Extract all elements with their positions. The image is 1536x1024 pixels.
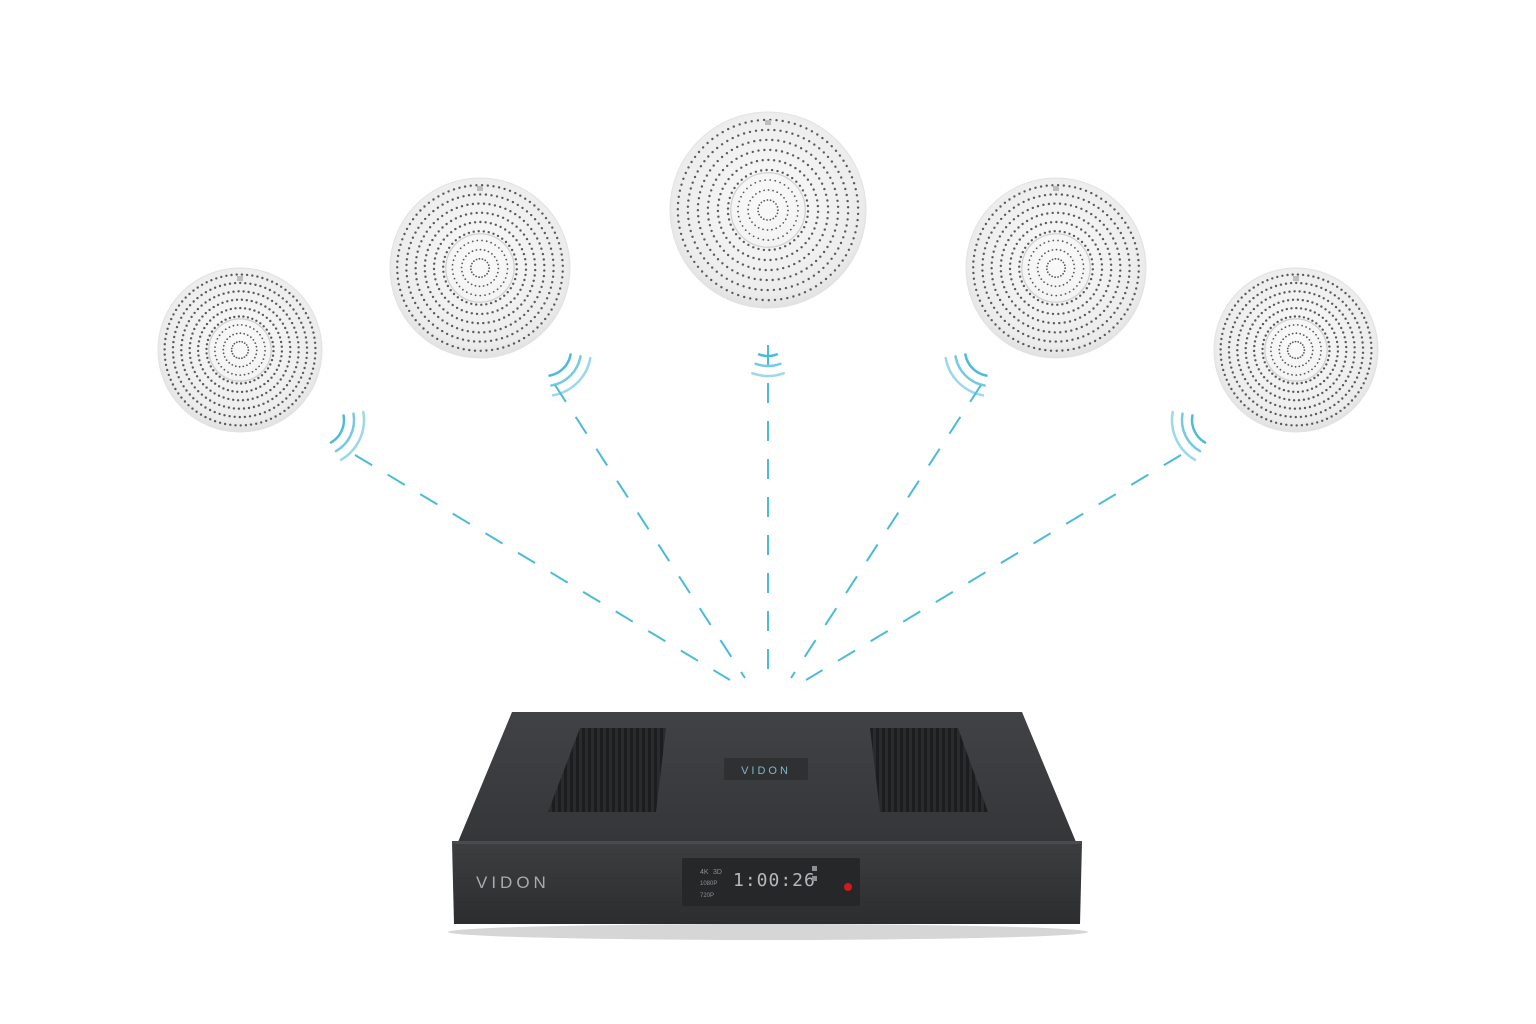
display-time: 1:00:26 <box>733 870 816 891</box>
sound-wave-3-2 <box>754 362 782 368</box>
signal-line-5 <box>805 454 1182 681</box>
speaker-4 <box>965 177 1147 359</box>
sound-wave-3-1 <box>757 353 779 358</box>
display-label-4k: 4K <box>700 869 709 876</box>
sound-wave-5-2 <box>1180 412 1202 453</box>
device-shadow <box>448 924 1088 940</box>
sound-waves <box>329 353 1207 462</box>
display-label-3d: 3D <box>713 869 722 876</box>
front-brand-logo: VIDON <box>476 873 550 892</box>
power-led <box>844 883 852 891</box>
sound-wave-4-1 <box>964 353 988 377</box>
signal-line-2 <box>554 384 746 679</box>
signal-line-4 <box>790 384 982 679</box>
sound-wave-1-1 <box>329 414 346 444</box>
speaker-2 <box>389 177 571 359</box>
vent-right <box>870 728 988 812</box>
speakers-group <box>157 111 1379 433</box>
sound-wave-1-3 <box>339 410 366 462</box>
display-indicator-icon-2 <box>812 876 817 881</box>
display-label-1080p: 1080P <box>700 881 717 887</box>
speaker-5 <box>1213 267 1379 433</box>
signal-lines <box>354 345 1182 681</box>
sound-wave-2-3 <box>551 356 592 397</box>
device-edge <box>452 841 1082 844</box>
sound-wave-4-3 <box>944 356 985 397</box>
media-player-device: VIDON VIDON 4K 3D 1080P 720P 1:00:26 <box>448 712 1088 940</box>
top-logo-plate <box>724 758 808 780</box>
sound-wave-2-1 <box>548 353 572 377</box>
sound-wave-4-2 <box>954 355 986 387</box>
top-brand-logo: VIDON <box>741 765 791 777</box>
display-label-720p: 720P <box>700 893 714 899</box>
vent-left <box>548 728 666 812</box>
sound-wave-5-1 <box>1190 414 1207 444</box>
sound-wave-5-3 <box>1170 410 1197 462</box>
signal-line-1 <box>354 454 731 681</box>
sound-wave-1-2 <box>334 412 356 453</box>
display-indicator-icon <box>812 866 817 871</box>
sound-wave-3-3 <box>751 371 785 378</box>
speaker-3 <box>669 111 867 309</box>
sound-wave-2-2 <box>550 355 582 387</box>
speaker-1 <box>157 267 323 433</box>
